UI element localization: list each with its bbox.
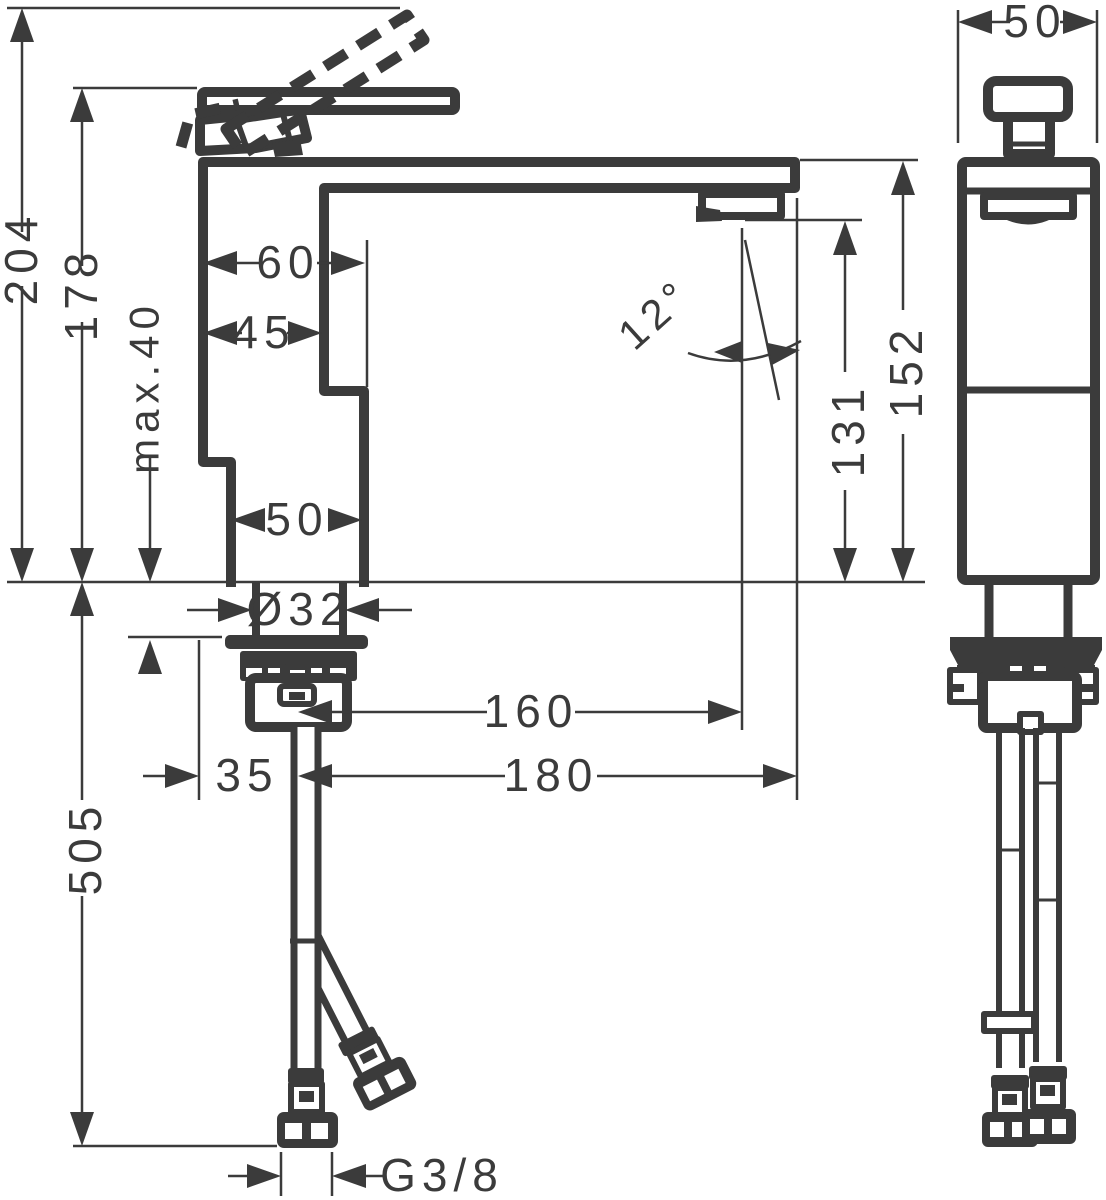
dim-reach-total-label: 180 xyxy=(504,749,599,801)
faucet-body-outline xyxy=(203,162,795,582)
dim-handle-height-label: 178 xyxy=(55,247,107,342)
handle-cap-side xyxy=(983,76,1073,122)
spacer-notch xyxy=(1017,711,1044,735)
dim-depth-label: 45 xyxy=(232,306,295,358)
dim-thread-label: G3/8 xyxy=(380,1149,504,1200)
side-view xyxy=(947,76,1102,1147)
dim-total-height-label: 204 xyxy=(0,211,47,306)
faucet-body-stroke xyxy=(198,157,800,587)
shank-side xyxy=(984,585,1073,638)
supply-hose-straight xyxy=(277,727,338,1148)
dim-depth-upper-label: 60 xyxy=(256,236,319,288)
dim-max-thickness-label: max.40 xyxy=(121,300,168,474)
shank-flange xyxy=(225,635,368,649)
dim-side-width-label: 50 xyxy=(1003,0,1066,47)
dim-offset-label: 35 xyxy=(215,749,278,801)
aerator-front xyxy=(698,190,785,220)
dimension-lines xyxy=(7,6,1099,1196)
dim-hose-length-label: 505 xyxy=(59,801,111,896)
front-mounting-hardware xyxy=(225,582,417,1148)
handle-base-open-dashed xyxy=(175,98,241,149)
flange-plate-side xyxy=(950,637,1102,665)
body-side xyxy=(957,157,1100,585)
aerator-side xyxy=(980,192,1077,220)
aerator-lip xyxy=(696,206,722,222)
dim-shank-diameter-label: Ø32 xyxy=(247,583,352,635)
dim-spout-height-label: 152 xyxy=(880,324,932,419)
handle-pivot xyxy=(272,139,303,157)
shank-tube xyxy=(252,582,347,638)
side-hoses xyxy=(981,728,1076,1147)
swivel-line xyxy=(743,239,781,401)
dim-swivel-angle-label: 12° xyxy=(609,269,701,358)
dim-reach-aerator-label: 160 xyxy=(484,685,579,737)
front-view xyxy=(175,9,800,587)
aerator-dome xyxy=(999,216,1057,225)
dim-base-width-label: 50 xyxy=(265,493,328,545)
handle-lever-open-dashed xyxy=(220,9,430,160)
dim-aerator-height-label: 131 xyxy=(822,383,874,478)
swivel-arc xyxy=(687,339,802,362)
hose-clip xyxy=(981,1011,1037,1034)
